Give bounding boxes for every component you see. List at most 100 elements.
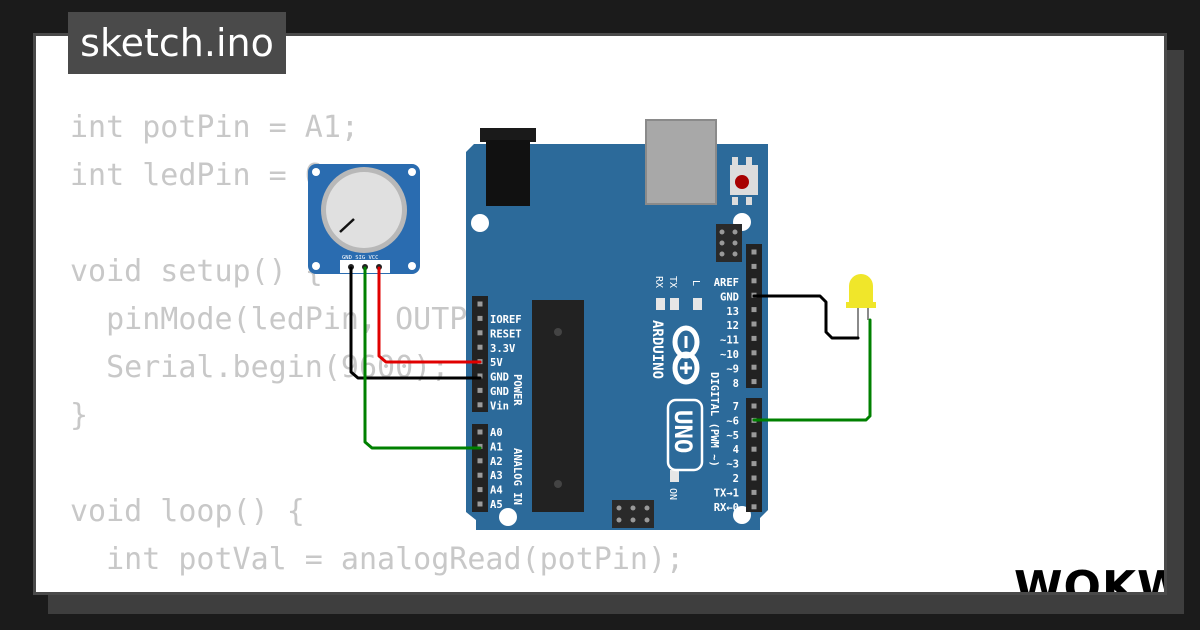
chip-dot — [554, 480, 562, 488]
reset-pin-d — [746, 197, 752, 205]
power-pin-labels: IOREF RESET 3.3V 5V GND GND Vin — [490, 314, 522, 412]
tx-led — [670, 298, 679, 310]
analog-pin-label: A3 — [490, 470, 503, 482]
pin-hole — [751, 432, 757, 438]
pin-hole — [477, 458, 483, 464]
analog-pin-label: A1 — [490, 441, 503, 453]
digital-pin-label: ~5 — [726, 430, 739, 442]
digital-pin-label: ~11 — [720, 335, 739, 347]
pin-hole — [477, 301, 483, 307]
digital-pin-label: 13 — [726, 306, 739, 318]
pin-hole — [477, 472, 483, 478]
digital-pin-label: ~6 — [726, 415, 739, 427]
pin-hole — [477, 344, 483, 350]
power-pin-label: GND — [490, 386, 509, 398]
power-group-label: POWER — [511, 374, 523, 406]
icsp-header-top — [716, 224, 742, 262]
pin-hole — [751, 364, 757, 370]
pin-hole — [477, 487, 483, 493]
rx-led-label: RX — [653, 276, 664, 288]
digital-pin-label: AREF — [714, 277, 739, 289]
l-led — [693, 298, 702, 310]
rx-led — [656, 298, 665, 310]
pin-hole — [751, 350, 757, 356]
power-pin-label: IOREF — [490, 314, 522, 326]
pot-hole — [312, 262, 320, 270]
pot-indicator — [339, 218, 355, 233]
analog-pin-label: A0 — [490, 427, 503, 439]
pin-hole — [751, 321, 757, 327]
potentiometer[interactable]: GND SIG VCC — [308, 164, 420, 274]
digital-pin-label: 4 — [733, 444, 739, 456]
wire-5v[interactable] — [377, 266, 482, 364]
pin-hole — [751, 379, 757, 385]
reset-button[interactable] — [735, 175, 749, 189]
digital-header-bottom — [746, 398, 762, 512]
wokwi-logo: WOKWi — [1014, 562, 1164, 595]
power-pin-label: RESET — [490, 328, 522, 340]
pot-hole — [408, 168, 416, 176]
wire-signal-pot[interactable] — [363, 266, 482, 450]
digital-pin-label: ~3 — [726, 459, 739, 471]
pot-knob[interactable] — [326, 172, 402, 248]
sketch-title-tab[interactable]: sketch.ino — [68, 12, 286, 74]
pin-hole — [751, 504, 757, 510]
wire-gnd-pot[interactable] — [349, 266, 482, 380]
wire-gnd-led[interactable] — [752, 294, 860, 340]
digital-pin-label: 7 — [733, 401, 739, 413]
pot-pin-labels: GND SIG VCC — [342, 255, 378, 261]
mount-hole — [471, 214, 489, 232]
wire-signal-led[interactable] — [752, 318, 872, 422]
pin-hole — [477, 387, 483, 393]
arduino-wordmark: ARDUINO — [649, 320, 665, 379]
reset-pin-a — [732, 157, 738, 165]
analog-pin-label: A4 — [490, 485, 503, 497]
digital-header-top — [746, 244, 762, 388]
dc-jack-top — [480, 128, 536, 142]
on-led-label: ON — [667, 488, 678, 500]
analog-header — [472, 424, 488, 512]
led-rim — [846, 302, 876, 308]
digital-pin-label: ~9 — [726, 363, 739, 375]
digital-pin-label: RX←0 — [714, 502, 739, 514]
pin-hole — [477, 315, 483, 321]
pin-hole — [751, 403, 757, 409]
uno-badge — [666, 398, 704, 472]
digital-pin-label: 8 — [733, 378, 739, 390]
arduino-infinity-logo — [672, 325, 700, 385]
yellow-led[interactable] — [846, 274, 876, 338]
digital-pin-label: TX→1 — [714, 487, 739, 499]
pot-hole — [312, 168, 320, 176]
pin-hole — [751, 263, 757, 269]
digital-pin-label: GND — [720, 291, 739, 303]
power-pin-label: 5V — [490, 357, 503, 369]
power-pin-label: 3.3V — [490, 343, 516, 355]
pin-hole — [751, 307, 757, 313]
pin-hole — [477, 429, 483, 435]
led-bulb — [849, 274, 873, 306]
pin-hole — [477, 402, 483, 408]
on-led — [670, 470, 679, 482]
pin-hole — [751, 335, 757, 341]
pin-hole — [751, 461, 757, 467]
reset-pin-b — [746, 157, 752, 165]
power-pin-label: GND — [490, 372, 509, 384]
reset-pin-c — [732, 197, 738, 205]
icsp-header-bottom — [612, 500, 654, 528]
digital-pin-label: 12 — [726, 320, 739, 332]
pin-hole — [751, 278, 757, 284]
pin-hole — [477, 330, 483, 336]
tx-led-label: TX — [667, 276, 678, 288]
power-pin-label: Vin — [490, 400, 509, 412]
pin-hole — [477, 373, 483, 379]
l-led-label: L — [690, 280, 701, 286]
pot-hole — [408, 262, 416, 270]
mount-hole — [499, 508, 517, 526]
pin-hole — [477, 443, 483, 449]
digital-pin-label: ~10 — [720, 349, 739, 361]
dc-jack — [486, 140, 530, 206]
analog-pin-label: A2 — [490, 456, 503, 468]
